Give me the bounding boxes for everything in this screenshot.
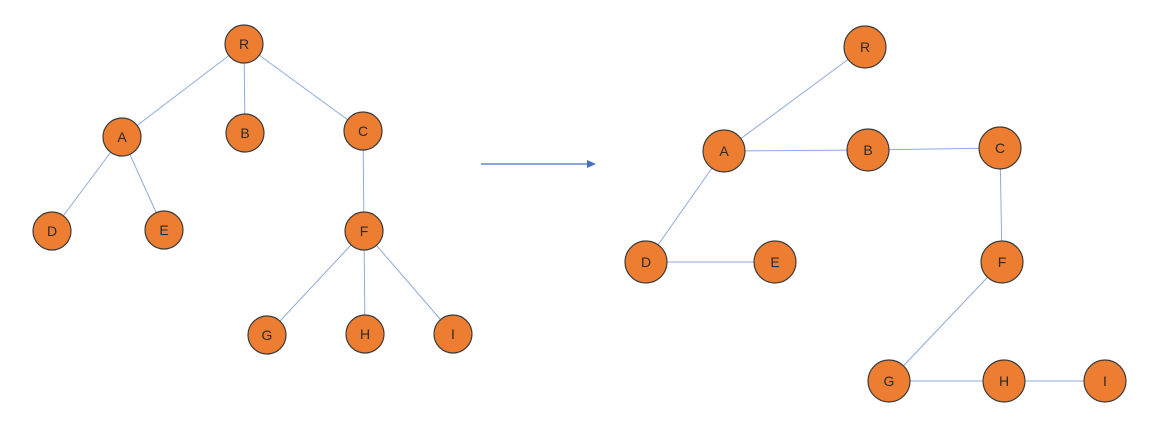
node-circle	[978, 126, 1022, 170]
node-label: A	[719, 143, 729, 159]
node-circle	[867, 359, 911, 403]
node-circle	[144, 210, 184, 250]
binary-tree: R A B C D E F G H I	[624, 25, 1127, 403]
node-label: E	[770, 254, 779, 270]
node-circle	[980, 240, 1024, 284]
node-i: I	[1083, 359, 1127, 403]
node-label: D	[641, 254, 651, 270]
node-g: G	[867, 359, 911, 403]
node-h: H	[982, 359, 1026, 403]
node-d: D	[32, 211, 72, 251]
node-circle	[433, 314, 473, 354]
node-label: R	[239, 36, 249, 52]
node-circle	[247, 315, 287, 355]
edge-b-c	[867, 147, 1001, 151]
node-r: R	[843, 25, 887, 69]
arrow-head-icon	[587, 160, 596, 168]
node-label: R	[860, 39, 870, 55]
node-h: H	[345, 314, 385, 354]
edge-r-c	[243, 43, 364, 132]
edge-f-i	[363, 230, 454, 335]
node-a: A	[702, 129, 746, 173]
node-c: C	[978, 126, 1022, 170]
node-r: R	[224, 24, 264, 64]
node-g: G	[247, 315, 287, 355]
node-circle	[344, 211, 384, 251]
node-label: G	[262, 327, 273, 343]
node-b: B	[846, 128, 890, 172]
edge-a-d	[645, 150, 725, 263]
original-tree: R A B C D E F G H I	[32, 24, 473, 355]
node-circle	[624, 240, 668, 284]
node-label: G	[884, 373, 895, 389]
node-i: I	[433, 314, 473, 354]
edge-a-b	[723, 149, 869, 152]
node-b: B	[225, 113, 265, 153]
node-label: I	[451, 326, 455, 342]
node-circle	[102, 117, 142, 157]
node-a: A	[102, 117, 142, 157]
node-circle	[843, 25, 887, 69]
edge-f-g	[888, 261, 1003, 382]
node-label: D	[47, 223, 57, 239]
node-label: C	[995, 140, 1005, 156]
node-circle	[343, 111, 383, 151]
node-label: F	[360, 223, 369, 239]
node-label: A	[117, 129, 127, 145]
transform-arrow	[481, 160, 596, 168]
node-circle	[982, 359, 1026, 403]
node-label: I	[1103, 373, 1107, 389]
edge-r-a	[723, 46, 866, 152]
node-d: D	[624, 240, 668, 284]
node-label: H	[360, 326, 370, 342]
node-circle	[846, 128, 890, 172]
node-label: C	[358, 123, 368, 139]
node-circle	[345, 314, 385, 354]
node-e: E	[144, 210, 184, 250]
node-circle	[32, 211, 72, 251]
node-f: F	[344, 211, 384, 251]
node-label: B	[240, 125, 249, 141]
node-circle	[224, 24, 264, 64]
edge-r-a	[121, 43, 245, 138]
node-circle	[225, 113, 265, 153]
node-label: E	[159, 222, 168, 238]
edge-f-g	[266, 230, 365, 336]
node-label: B	[863, 142, 872, 158]
node-f: F	[980, 240, 1024, 284]
node-label: H	[999, 373, 1009, 389]
node-label: F	[998, 254, 1007, 270]
node-c: C	[343, 111, 383, 151]
node-e: E	[753, 240, 797, 284]
node-circle	[702, 129, 746, 173]
node-circle	[753, 240, 797, 284]
node-circle	[1083, 359, 1127, 403]
